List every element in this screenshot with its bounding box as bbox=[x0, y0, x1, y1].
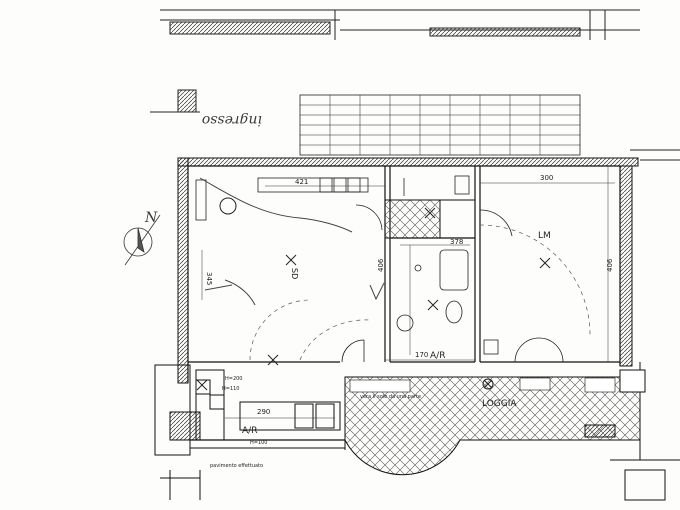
handwritten-notes bbox=[199, 177, 385, 306]
dim-300: 300 bbox=[540, 174, 553, 182]
upper-building bbox=[150, 9, 680, 161]
dashed-arcs bbox=[249, 224, 591, 361]
room-label-loggia: LOGGIA bbox=[482, 399, 517, 409]
interior-walls bbox=[188, 166, 620, 363]
svg-text:N: N bbox=[144, 210, 158, 226]
loggia-note: vera il sole da una parte bbox=[360, 394, 421, 400]
kitchen-counter bbox=[195, 177, 369, 221]
bathroom-fixtures bbox=[396, 175, 499, 355]
dim-421: 421 bbox=[295, 178, 308, 186]
dim-345: 345 bbox=[205, 272, 213, 285]
door-swings bbox=[341, 204, 564, 363]
note-h200: H=200 bbox=[225, 376, 243, 382]
room-label-lm: LM bbox=[538, 231, 551, 241]
ar-label-corner: A/R bbox=[242, 426, 257, 436]
dim-170: 170 bbox=[415, 351, 428, 359]
dim-406: 406 bbox=[606, 258, 614, 272]
lower-left-annex bbox=[154, 364, 345, 500]
note-h110: H=110 bbox=[222, 386, 240, 392]
ar-label-bath: A/R bbox=[430, 351, 445, 361]
dimension-lines bbox=[201, 166, 615, 419]
note-h100: H=100 bbox=[250, 440, 268, 446]
ingresso-label: ingresso bbox=[202, 112, 262, 128]
pavimento-note: pavimento effettuato bbox=[210, 463, 263, 469]
cross-mark-icon bbox=[196, 197, 551, 391]
sd-label: SD bbox=[290, 268, 299, 279]
north-arrow-icon: N bbox=[123, 210, 161, 266]
dim-406b: 406 bbox=[377, 258, 385, 272]
dim-378: 378 bbox=[450, 238, 463, 246]
dim-290: 290 bbox=[257, 408, 270, 416]
loggia-area bbox=[344, 362, 680, 501]
outer-walls bbox=[177, 157, 639, 384]
